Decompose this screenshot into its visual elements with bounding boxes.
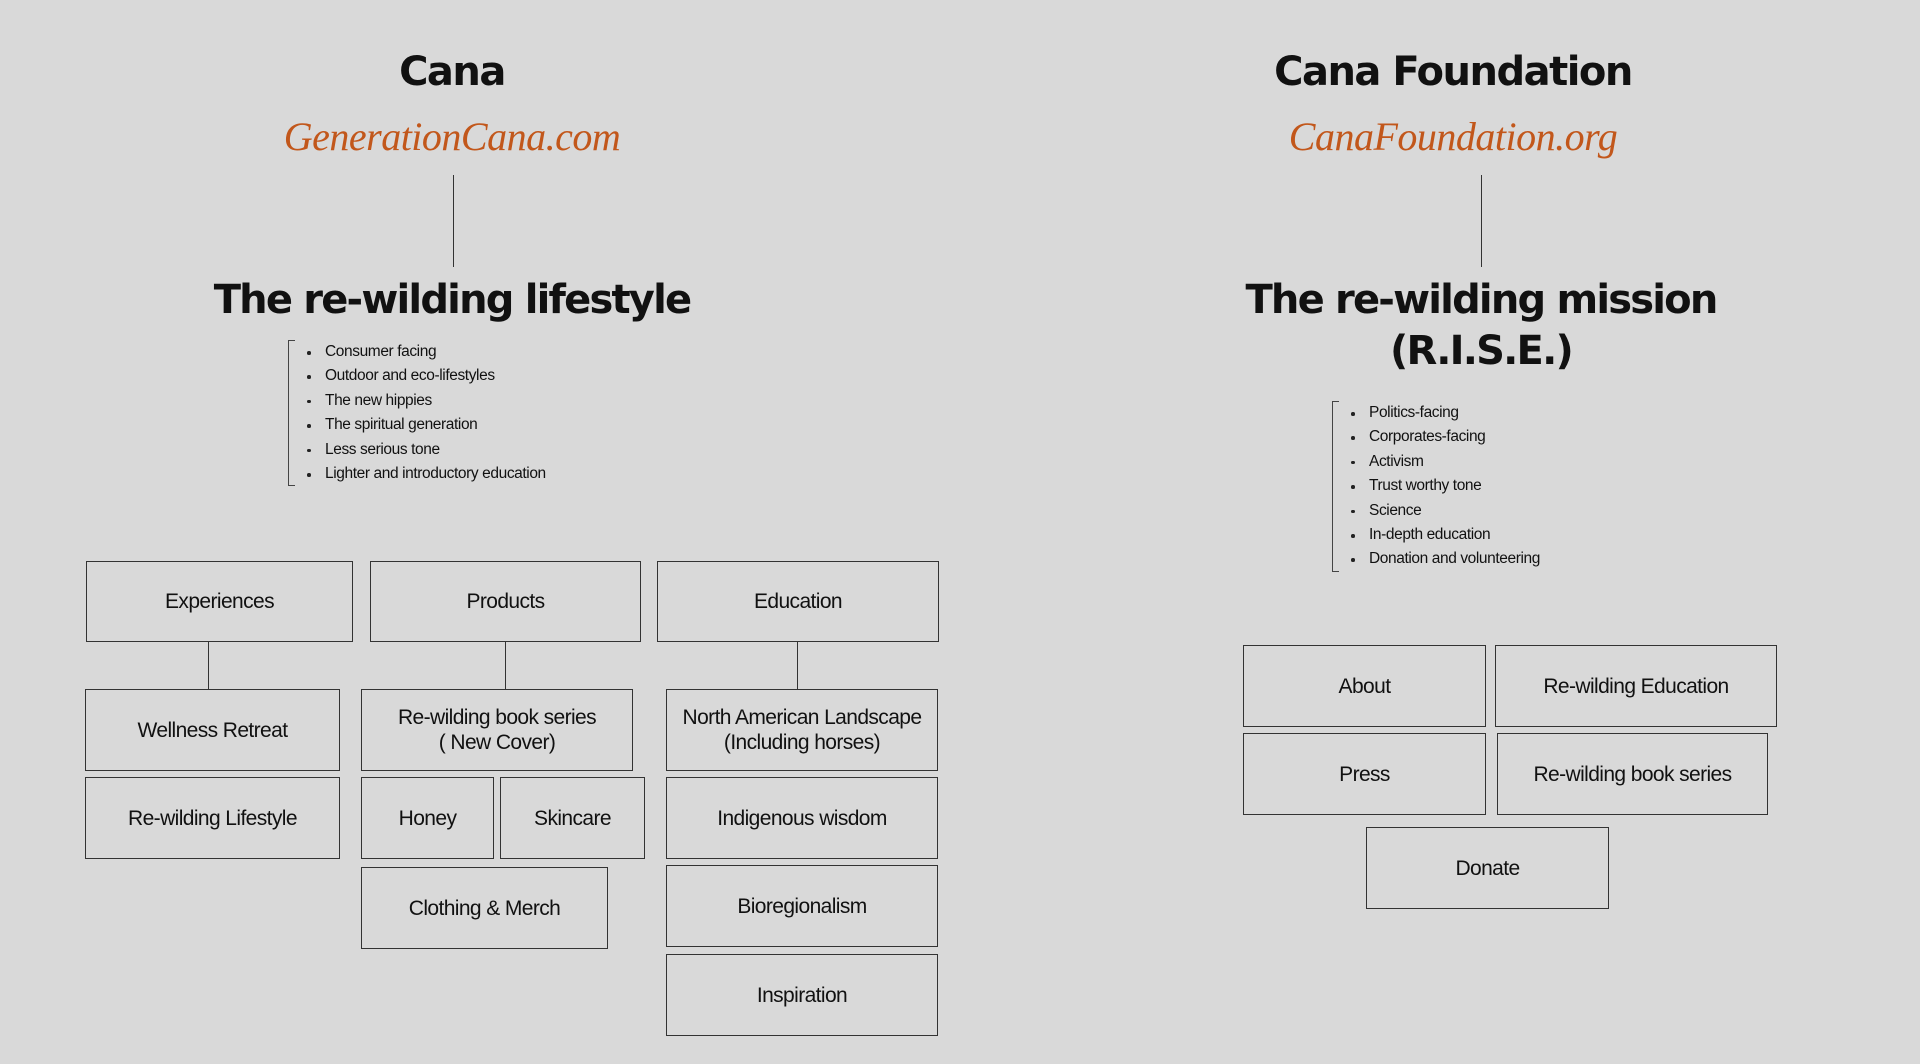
products-category-box[interactable]: Products xyxy=(370,561,641,642)
education-category-box[interactable]: Education xyxy=(657,561,939,642)
wellness-retreat-box[interactable]: Wellness Retreat xyxy=(85,689,340,771)
rewilding-lifestyle-box[interactable]: Re-wilding Lifestyle xyxy=(85,777,340,859)
bioregionalism-box[interactable]: Bioregionalism xyxy=(666,865,938,947)
inspiration-box[interactable]: Inspiration xyxy=(666,954,938,1036)
list-item: The new hippies xyxy=(307,389,546,413)
list-item: Corporates-facing xyxy=(1351,425,1540,449)
press-box[interactable]: Press xyxy=(1243,733,1486,815)
north-american-landscape-box[interactable]: North American Landscape (Including hors… xyxy=(666,689,938,771)
foundation-brand-title: Cana Foundation xyxy=(1274,49,1633,95)
about-box[interactable]: About xyxy=(1243,645,1486,727)
clothing-merch-box[interactable]: Clothing & Merch xyxy=(361,867,608,949)
list-item: Lighter and introductory education xyxy=(307,462,546,486)
foundation-section-heading: The re-wilding mission (R.I.S.E.) xyxy=(1245,277,1718,374)
list-item: Outdoor and eco-lifestyles xyxy=(307,364,546,388)
experiences-connector-line xyxy=(208,642,209,689)
list-item: Politics-facing xyxy=(1351,401,1540,425)
list-item: The spiritual generation xyxy=(307,413,546,437)
cana-connector-line xyxy=(453,175,454,267)
education-connector-line xyxy=(797,642,798,689)
foundation-connector-line xyxy=(1481,175,1482,267)
list-item: Donation and volunteering xyxy=(1351,547,1540,571)
experiences-category-box[interactable]: Experiences xyxy=(86,561,353,642)
list-item: In-depth education xyxy=(1351,523,1540,547)
cana-bullet-list: Consumer facing Outdoor and eco-lifestyl… xyxy=(288,340,546,487)
skincare-box[interactable]: Skincare xyxy=(500,777,645,859)
products-connector-line xyxy=(505,642,506,689)
donate-box[interactable]: Donate xyxy=(1366,827,1609,909)
list-item: Trust worthy tone xyxy=(1351,474,1540,498)
foundation-brand-url[interactable]: CanaFoundation.org xyxy=(1288,114,1618,159)
rewilding-book-series-page-box[interactable]: Re-wilding book series xyxy=(1497,733,1768,815)
honey-box[interactable]: Honey xyxy=(361,777,494,859)
foundation-bullet-list: Politics-facing Corporates-facing Activi… xyxy=(1332,401,1540,572)
rewilding-book-series-box[interactable]: Re-wilding book series ( New Cover) xyxy=(361,689,633,771)
list-item: Science xyxy=(1351,499,1540,523)
rewilding-education-box[interactable]: Re-wilding Education xyxy=(1495,645,1777,727)
cana-brand-title: Cana xyxy=(399,49,506,95)
cana-section-heading: The re-wilding lifestyle xyxy=(213,277,692,323)
list-item: Less serious tone xyxy=(307,438,546,462)
cana-brand-url[interactable]: GenerationCana.com xyxy=(283,114,621,159)
indigenous-wisdom-box[interactable]: Indigenous wisdom xyxy=(666,777,938,859)
list-item: Consumer facing xyxy=(307,340,546,364)
list-item: Activism xyxy=(1351,450,1540,474)
